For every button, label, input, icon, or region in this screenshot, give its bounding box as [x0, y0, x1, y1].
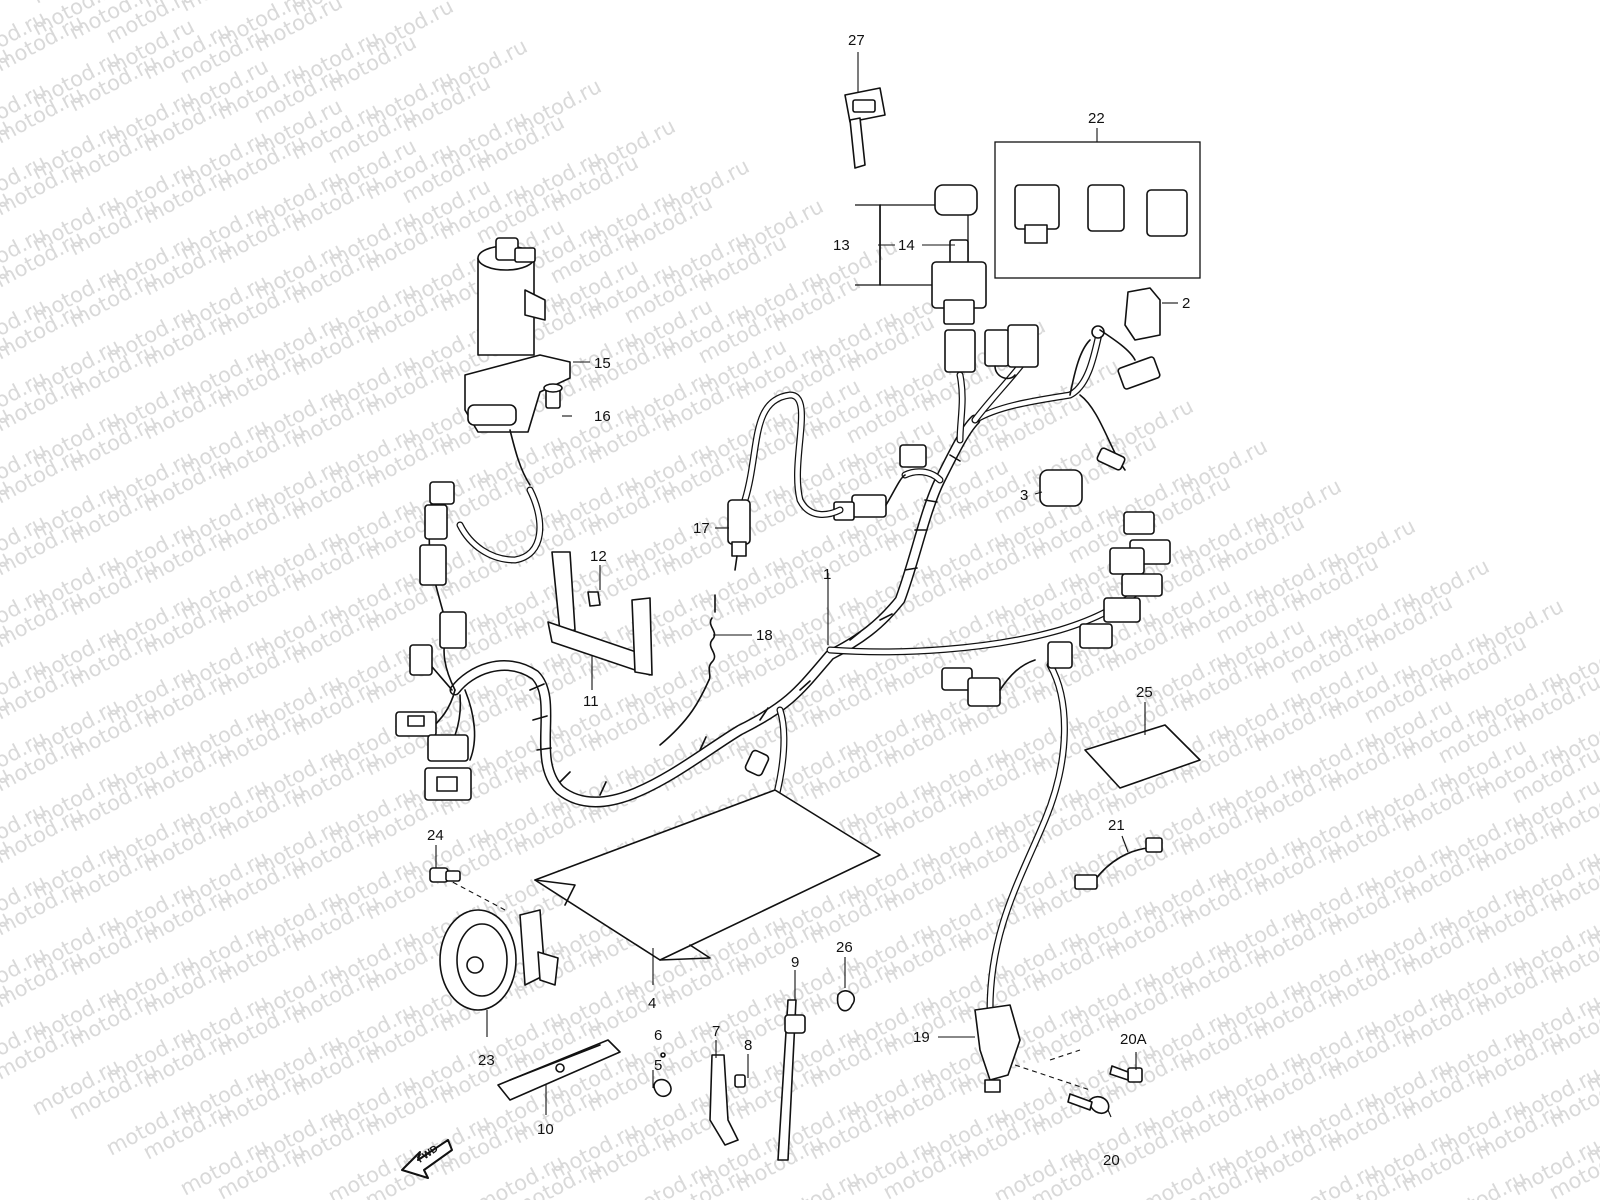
callout-12: 12 [590, 548, 607, 565]
callout-27: 27 [848, 32, 865, 49]
callout-4: 4 [648, 995, 656, 1012]
callout-2: 2 [1182, 295, 1190, 312]
callout-14: 14 [898, 237, 915, 254]
callout-11: 11 [583, 693, 599, 710]
callout-7: 7 [712, 1023, 720, 1040]
callout-24: 24 [427, 827, 444, 844]
callout-26: 26 [836, 939, 853, 956]
callout-19: 19 [913, 1029, 930, 1046]
callout-16: 16 [594, 408, 611, 425]
callout-20a: 20A [1120, 1031, 1147, 1048]
callout-25: 25 [1136, 684, 1153, 701]
callout-21: 21 [1108, 817, 1125, 834]
callout-15: 15 [594, 355, 611, 372]
callout-18: 18 [756, 627, 773, 644]
callout-9: 9 [791, 954, 799, 971]
callout-22: 22 [1088, 110, 1105, 127]
callout-20: 20 [1103, 1152, 1120, 1169]
callout-6: 6 [654, 1027, 662, 1044]
callout-8: 8 [744, 1037, 752, 1054]
callout-23: 23 [478, 1052, 495, 1069]
callout-10: 10 [537, 1121, 554, 1138]
callout-17: 17 [693, 520, 710, 537]
callout-13: 13 [833, 237, 850, 254]
callout-1: 1 [823, 566, 831, 583]
callout-3: 3 [1020, 487, 1028, 504]
callout-5: 5 [654, 1057, 662, 1074]
